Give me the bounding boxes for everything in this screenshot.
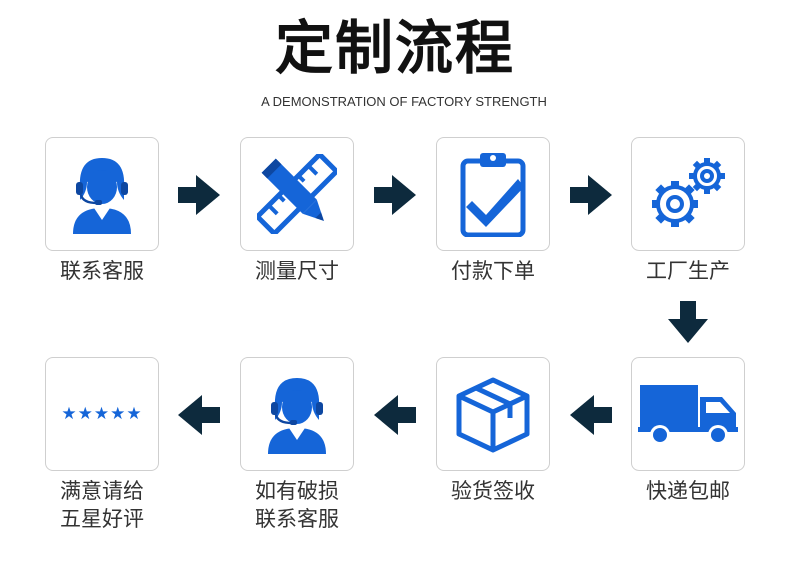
arrow-left-icon [178,395,220,435]
arrow-right-icon [374,175,416,215]
arrow-down-icon [668,301,708,343]
arrow-right-icon [178,175,220,215]
ruler-pencil-icon [257,154,337,234]
step-label: 测量尺寸 [255,259,339,283]
arrow-left-icon [570,395,612,435]
step-icon-box [436,357,550,471]
arrow-left-icon [374,395,416,435]
step-label: 验货签收 [451,479,535,503]
delivery-truck-icon [638,385,738,445]
page-title: 定制流程 [274,14,515,82]
step-icon-box [240,357,354,471]
step-free-shipping: 快递包邮 [631,357,745,505]
step-icon-box [45,137,159,251]
package-box-icon [456,377,530,453]
step-damage-contact: 如有破损 联系客服 [240,357,354,533]
step-label: 联系客服 [60,259,144,283]
arrow-right-icon [570,175,612,215]
step-label: 付款下单 [451,259,535,283]
step-factory-production: 工厂生产 [631,137,745,285]
five-stars-icon: ★★★★★ [61,404,143,424]
step-icon-box [631,357,745,471]
step-five-star-review: ★★★★★ 满意请给 五星好评 [45,357,159,533]
page-subtitle: A DEMONSTRATION OF FACTORY STRENGTH [261,94,547,109]
step-icon-box: ★★★★★ [45,357,159,471]
step-label: 工厂生产 [646,259,730,283]
clipboard-check-icon [460,153,526,237]
step-label: 满意请给 五星好评 [60,479,144,531]
step-icon-box [240,137,354,251]
customer-service-icon [268,378,326,454]
step-label: 快递包邮 [646,479,730,503]
step-icon-box [436,137,550,251]
customer-service-icon [73,158,131,234]
step-pay-order: 付款下单 [436,137,550,285]
step-contact-service: 联系客服 [45,137,159,285]
step-label: 如有破损 联系客服 [255,479,339,531]
step-inspect-sign: 验货签收 [436,357,550,505]
step-icon-box [631,137,745,251]
step-measure-size: 测量尺寸 [240,137,354,285]
gears-icon [652,158,725,227]
